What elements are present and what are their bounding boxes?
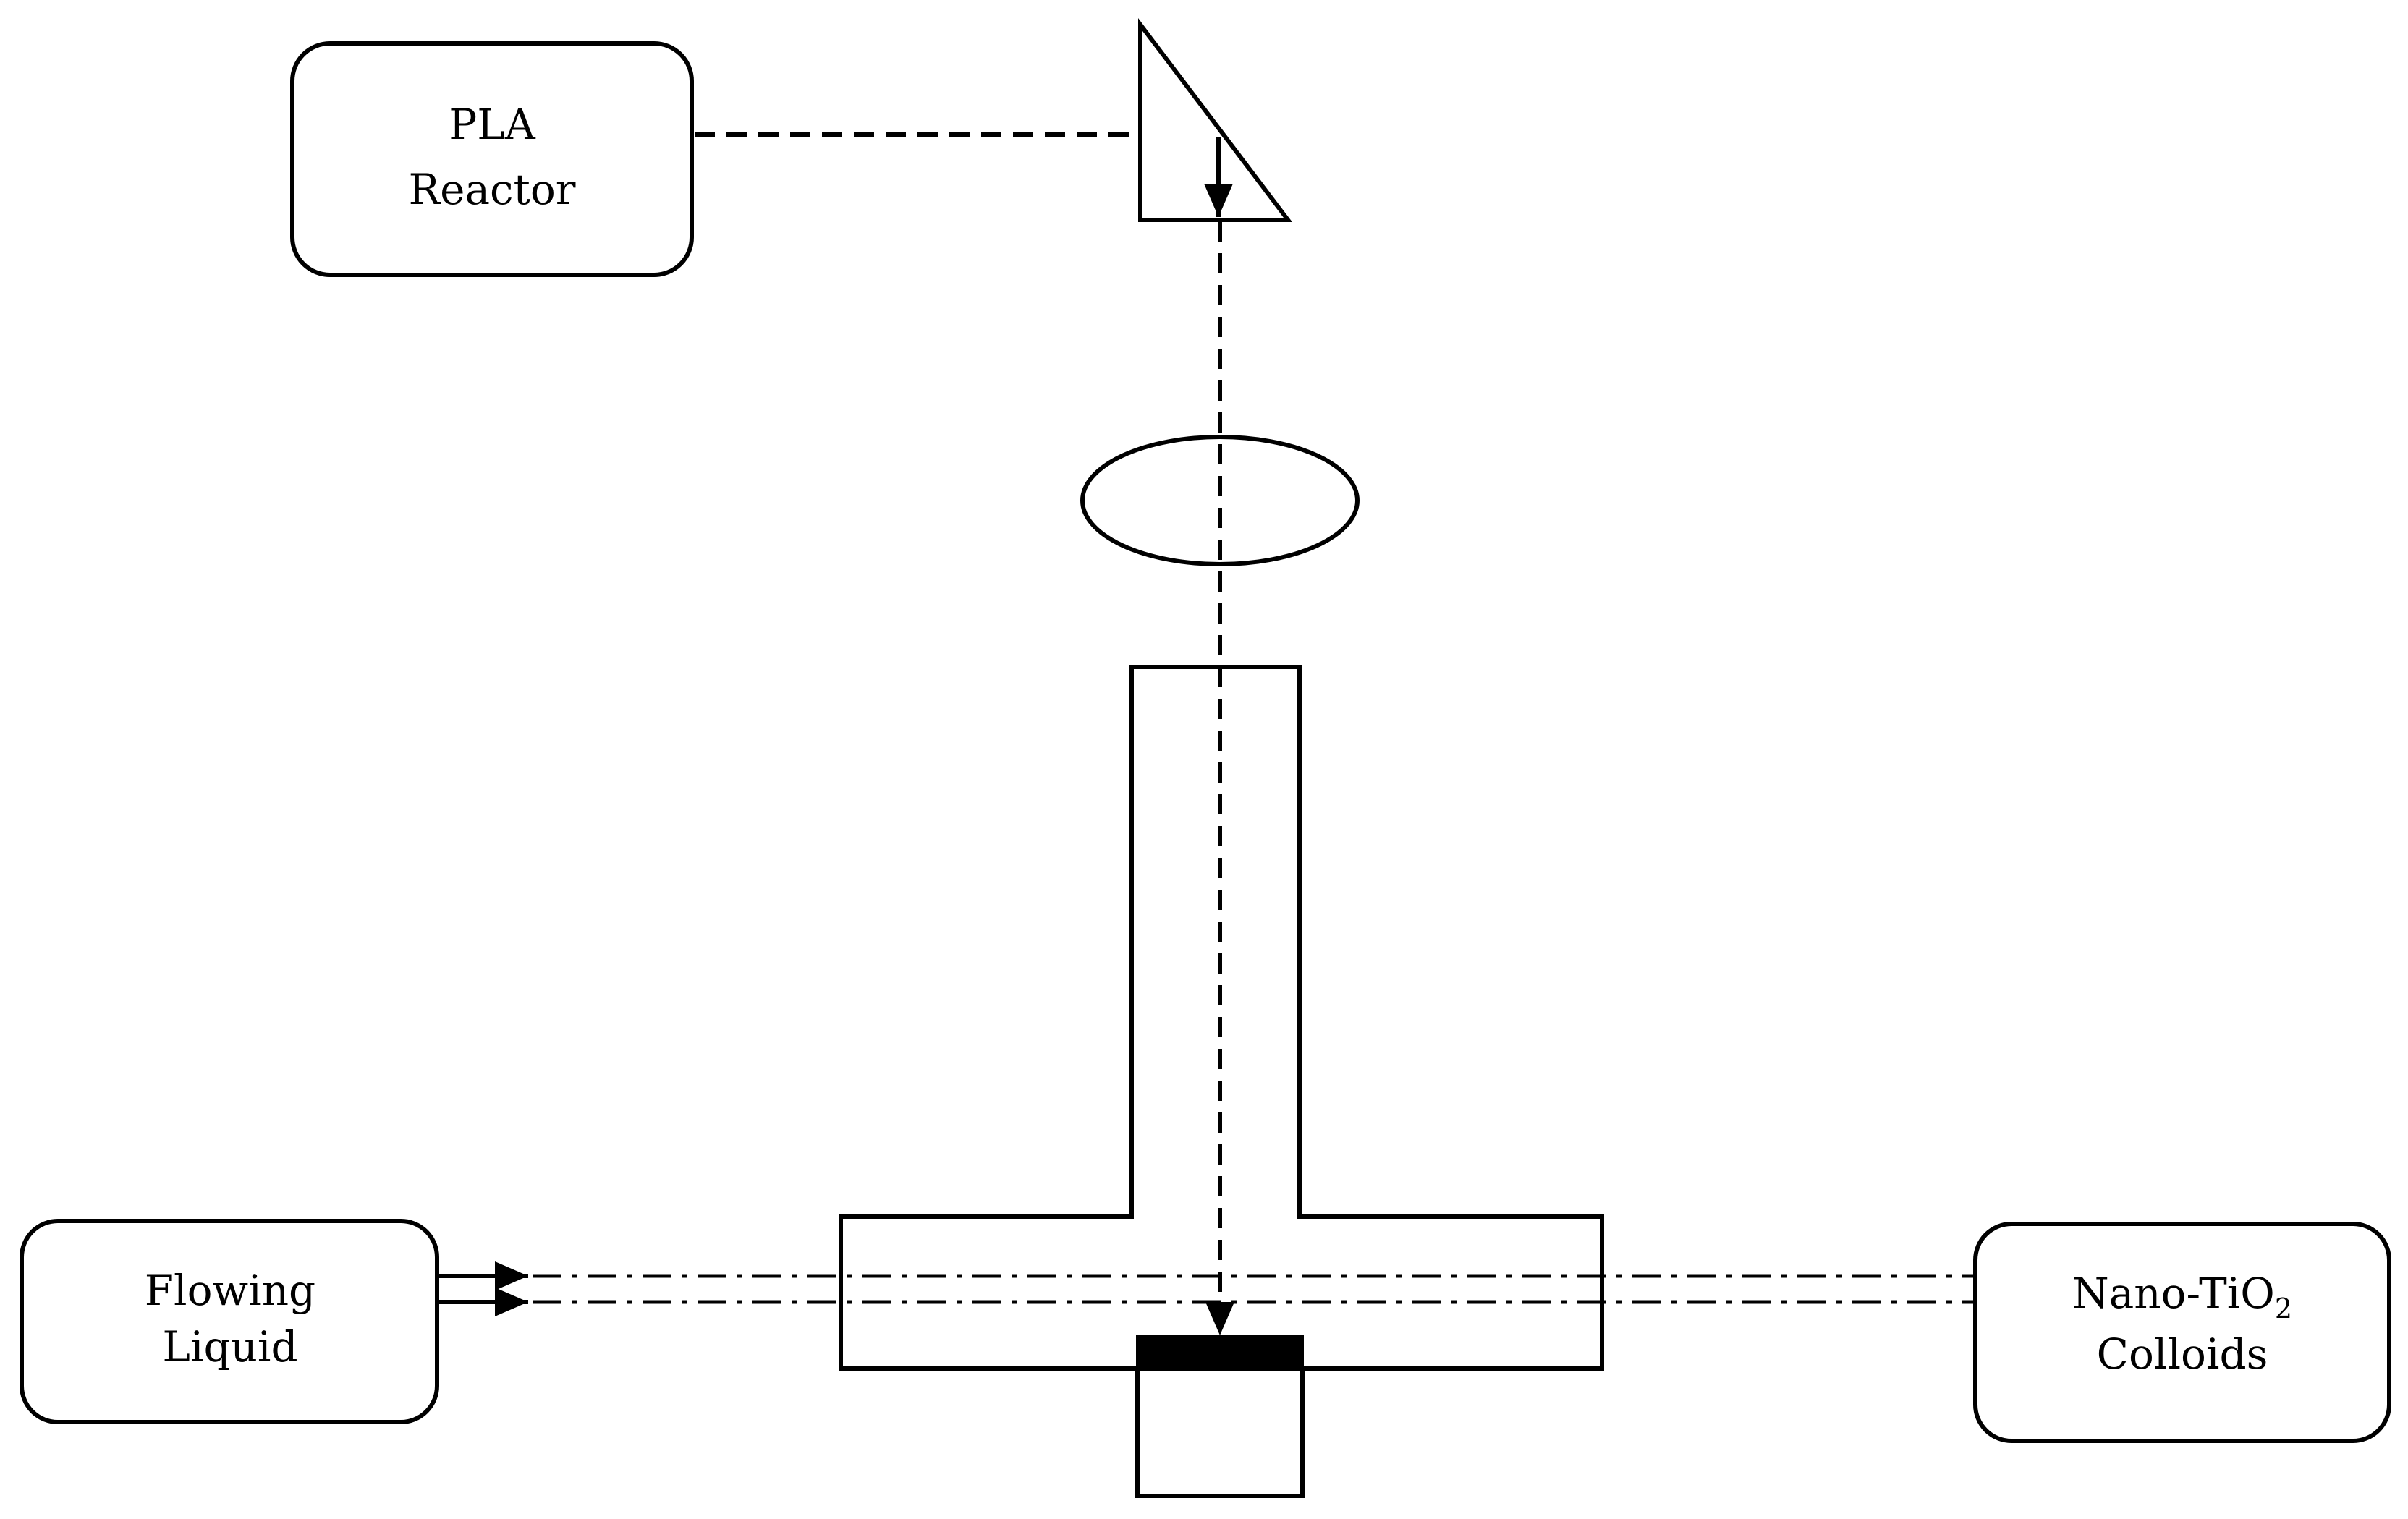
colloids-label-line2: Colloids xyxy=(2097,1329,2268,1379)
colloids-label-line1: Nano-TiO2 xyxy=(2072,1269,2292,1324)
flowing-liquid-label-line1: Flowing xyxy=(145,1266,315,1315)
pla-reactor-box: PLA Reactor xyxy=(290,41,694,277)
focusing-lens xyxy=(1080,435,1360,566)
target-holder xyxy=(1135,1366,1305,1498)
colloids-label-subscript: 2 xyxy=(2275,1293,2292,1324)
pla-reactor-label-line2: Reactor xyxy=(408,165,575,214)
pla-reactor-label-line1: PLA xyxy=(449,100,536,149)
prism-mirror xyxy=(1138,18,1293,222)
flowing-liquid-box: Flowing Liquid xyxy=(20,1219,439,1424)
ablation-target xyxy=(1136,1335,1304,1370)
colloids-box: Nano-TiO2 Colloids xyxy=(1973,1222,2391,1443)
flowing-liquid-label-line2: Liquid xyxy=(162,1322,297,1371)
